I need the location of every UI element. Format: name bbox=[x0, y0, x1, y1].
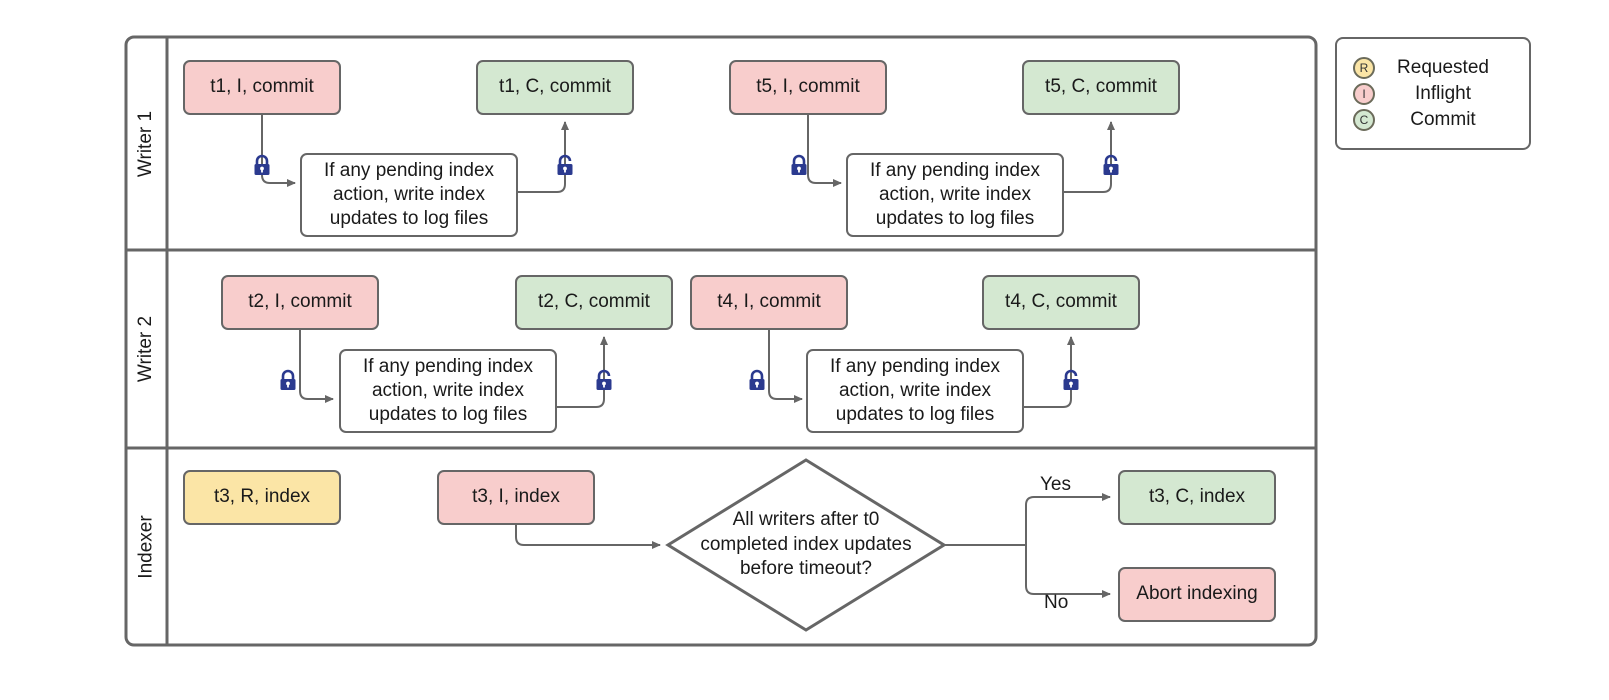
legend-dot-requested: R bbox=[1353, 57, 1375, 79]
node-t4-inflight[interactable]: t4, I, commit bbox=[690, 275, 848, 330]
legend-item-requested[interactable]: R Requested bbox=[1353, 55, 1507, 81]
legend-label-inflight: Inflight bbox=[1415, 83, 1471, 104]
legend-dot-inflight: I bbox=[1353, 83, 1375, 105]
node-writer1-process-a[interactable]: If any pending index action, write index… bbox=[300, 153, 518, 237]
legend-dot-commit: C bbox=[1353, 109, 1375, 131]
node-t1-inflight[interactable]: t1, I, commit bbox=[183, 60, 341, 115]
writer1-connectors bbox=[261, 115, 1115, 193]
indexer-connectors bbox=[515, 458, 1111, 632]
node-t3-requested[interactable]: t3, R, index bbox=[183, 470, 341, 525]
decision-diamond bbox=[665, 458, 947, 632]
edge-label-yes: Yes bbox=[1040, 474, 1071, 495]
lock-open-icon bbox=[1103, 154, 1119, 175]
legend-item-commit[interactable]: C Commit bbox=[1353, 107, 1507, 133]
lock-closed-icon bbox=[254, 154, 270, 175]
lane-label-indexer: Indexer bbox=[135, 514, 157, 579]
legend-item-inflight[interactable]: I Inflight bbox=[1353, 81, 1507, 107]
lane-label-writer-2: Writer 2 bbox=[135, 315, 157, 383]
node-t3-inflight[interactable]: t3, I, index bbox=[437, 470, 595, 525]
lane-label-writer-1: Writer 1 bbox=[135, 110, 157, 177]
legend-label-commit: Commit bbox=[1410, 109, 1476, 130]
swimlane-frame bbox=[124, 35, 1318, 647]
node-t2-commit[interactable]: t2, C, commit bbox=[515, 275, 673, 330]
lock-closed-icon bbox=[280, 369, 296, 390]
lock-open-icon bbox=[596, 369, 612, 390]
lock-closed-icon bbox=[791, 154, 807, 175]
legend-label-requested: Requested bbox=[1397, 57, 1489, 78]
node-t2-inflight[interactable]: t2, I, commit bbox=[221, 275, 379, 330]
decision-label: All writers after t0 completed index upd… bbox=[700, 508, 912, 580]
lock-open-icon bbox=[557, 154, 573, 175]
node-writer2-process-a[interactable]: If any pending index action, write index… bbox=[339, 349, 557, 433]
node-writer2-process-b[interactable]: If any pending index action, write index… bbox=[806, 349, 1024, 433]
node-writer1-process-b[interactable]: If any pending index action, write index… bbox=[846, 153, 1064, 237]
edge-label-no: No bbox=[1044, 592, 1069, 613]
writer2-connectors bbox=[299, 330, 1075, 408]
lock-closed-icon bbox=[749, 369, 765, 390]
node-t3-commit[interactable]: t3, C, index bbox=[1118, 470, 1276, 525]
node-t1-commit[interactable]: t1, C, commit bbox=[476, 60, 634, 115]
node-abort-indexing[interactable]: Abort indexing bbox=[1118, 567, 1276, 622]
node-t4-commit[interactable]: t4, C, commit bbox=[982, 275, 1140, 330]
node-t5-commit[interactable]: t5, C, commit bbox=[1022, 60, 1180, 115]
node-t5-inflight[interactable]: t5, I, commit bbox=[729, 60, 887, 115]
lock-open-icon bbox=[1063, 369, 1079, 390]
